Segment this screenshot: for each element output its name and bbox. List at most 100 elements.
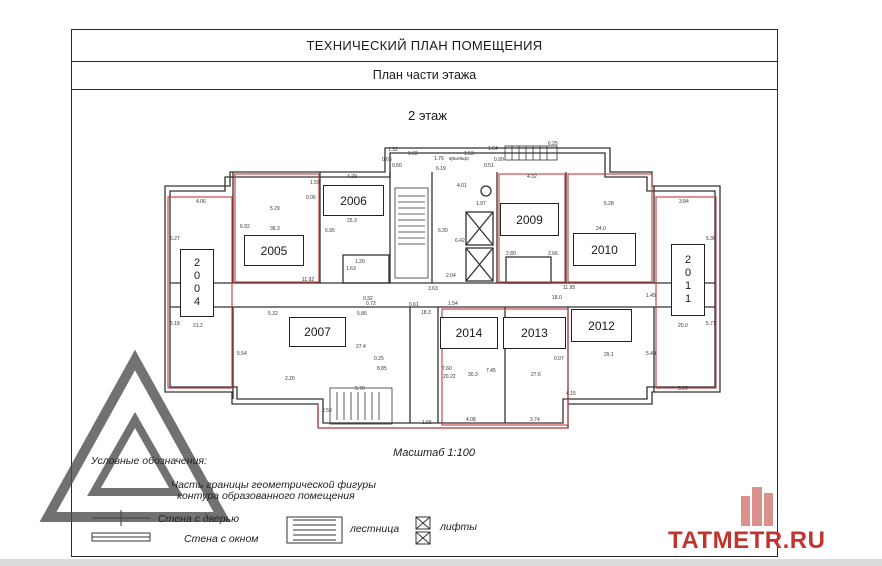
legend-line2: контура образованного помещения	[177, 490, 355, 502]
dim-label: 4.08	[466, 417, 476, 423]
dim-label: 5.86	[357, 311, 367, 317]
dim-label: 1.53	[464, 151, 474, 157]
dim-label: 6.95	[325, 228, 335, 234]
legend-door: Стена с дверью	[158, 513, 240, 525]
room-2011-char: 0	[684, 267, 692, 279]
dim-label: 0.07	[554, 356, 564, 362]
room-2004-char: 2	[193, 257, 201, 269]
watermark-text: TATMETR.RU	[668, 527, 826, 554]
dim-label: 3.63	[428, 286, 438, 292]
room-2010-label: 2010	[573, 233, 636, 266]
dim-label: 20.0	[678, 323, 688, 329]
room-2007-label: 2007	[289, 317, 346, 347]
dim-label: 3.84	[679, 199, 689, 205]
dim-label: 0.72	[366, 301, 376, 307]
dim-label: 6.92	[240, 224, 250, 230]
dim-label: 5.27	[170, 236, 180, 242]
dim-label: 3.89	[678, 386, 688, 392]
dim-label: 2.04	[446, 273, 456, 279]
sheet-subtitle: План части этажа	[72, 61, 777, 90]
dim-label: 5.49	[646, 351, 656, 357]
dim-label: 4.29	[347, 174, 357, 180]
legend-lifts: лифты	[440, 521, 478, 533]
room-2012-label: 2012	[571, 309, 632, 342]
dim-label: 4.01	[457, 183, 467, 189]
dim-label: 1.45	[646, 293, 656, 299]
plan-sheet: ТЕХНИЧЕСКИЙ ПЛАН ПОМЕЩЕНИЯ План части эт…	[71, 29, 778, 557]
dim-label: 0.61	[409, 302, 419, 308]
dim-label: 4.06	[196, 199, 206, 205]
dim-label: 5.18	[170, 321, 180, 327]
dim-label: 1.64	[488, 146, 498, 152]
room-2004-char: 4	[193, 296, 201, 308]
dim-label: 4.15	[566, 391, 576, 397]
dim-label: 1.50	[310, 180, 320, 186]
porch-label: крыльцо	[449, 156, 469, 162]
dim-label: 27.6	[531, 372, 541, 378]
dim-label: 6.25	[548, 141, 558, 147]
dim-label: 1.62	[408, 151, 418, 157]
dim-label: 3.74	[530, 417, 540, 423]
room-2013-label: 2013	[503, 317, 566, 349]
dim-label: 25.3	[347, 218, 357, 224]
dim-label: 11.95	[563, 285, 575, 291]
dim-label: 36.3	[270, 226, 280, 232]
room-2004-label: 2 0 0 4	[180, 249, 214, 317]
dim-label: 0.06	[306, 195, 316, 201]
dim-label: 0.99	[494, 157, 504, 163]
dim-label: 2.80	[506, 251, 516, 257]
dim-label: 21.2	[193, 323, 203, 329]
dim-label: 5.71	[706, 321, 716, 327]
dim-label: 1.54	[448, 301, 458, 307]
dim-label: 6.19	[436, 166, 446, 172]
dim-label: 2.59	[322, 408, 332, 414]
dim-label: 11.92	[302, 277, 314, 283]
watermark-building-icon	[741, 487, 773, 526]
legend-stairs: лестница	[350, 523, 400, 535]
watermark-triangle-icon	[39, 349, 231, 522]
dim-label: 29.1	[604, 352, 614, 358]
room-2014-label: 2014	[440, 317, 498, 349]
room-2005-label: 2005	[244, 235, 304, 266]
floor-label: 2 этаж	[408, 108, 447, 123]
dim-label: 30.3	[468, 372, 478, 378]
dim-label: 5.29	[270, 206, 280, 212]
dim-label: 4.32	[527, 174, 537, 180]
dim-label: 24.0	[596, 226, 606, 232]
legend-line1: Часть границы геометрической фигуры	[171, 479, 377, 491]
dim-label: 20.22	[443, 374, 456, 380]
dim-label: 1.63	[346, 266, 356, 272]
dim-label: 0.25	[374, 356, 384, 362]
room-2006-label: 2006	[323, 185, 384, 216]
bottom-strip	[0, 559, 882, 566]
sheet-title: ТЕХНИЧЕСКИЙ ПЛАН ПОМЕЩЕНИЯ	[72, 30, 777, 62]
legend-title: Условные обозначения:	[91, 455, 207, 467]
dim-label: 5.76	[355, 386, 365, 392]
dim-label: 1.20	[355, 259, 365, 265]
room-2011-char: 2	[684, 254, 692, 266]
dim-label: 2.66	[548, 251, 558, 257]
dim-label: 1.97	[476, 201, 486, 207]
dim-label: 1.32	[388, 147, 398, 153]
dim-label: 27.4	[356, 344, 366, 350]
legend-window: Стена с окном	[184, 533, 259, 545]
dim-label: 5.36	[706, 236, 716, 242]
dim-label: 18.3	[421, 310, 431, 316]
dim-label: 0.32	[363, 296, 373, 302]
dim-label: 5.32	[268, 311, 278, 317]
room-2011-char: 1	[684, 280, 692, 292]
dim-label: 6.42	[455, 238, 465, 244]
dim-label: 7.60	[442, 366, 452, 372]
dim-label: 7.45	[486, 368, 496, 374]
room-2004-char: 0	[193, 270, 201, 282]
building-walls	[164, 147, 721, 429]
dim-label: 0.50	[392, 163, 402, 169]
stairs-hatch	[329, 145, 558, 425]
room-2009-label: 2009	[500, 203, 559, 236]
scale-label: Масштаб 1:100	[393, 447, 475, 459]
room-boundaries	[167, 173, 717, 429]
dim-label: 0.65	[382, 157, 392, 163]
room-2004-char: 0	[193, 283, 201, 295]
dim-label: 18.0	[552, 295, 562, 301]
